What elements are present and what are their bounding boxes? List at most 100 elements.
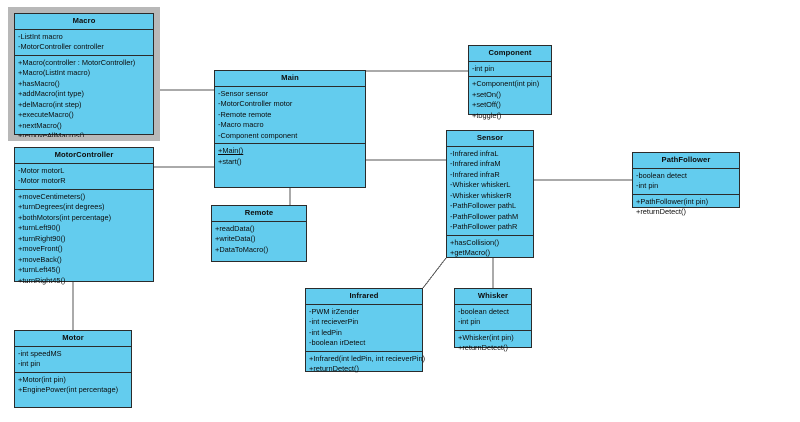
class-methods: +PathFollower(int pin)+returnDetect() [633,195,739,220]
class-methods: +moveCentimeters()+turnDegrees(int degre… [15,190,153,289]
method-row: +writeData() [215,234,256,244]
connector-sensor-infrared [422,257,447,289]
class-title: Sensor [447,131,533,147]
attribute-row: -Macro macro [218,120,264,130]
class-methods: +Infrared(int ledPin, int recieverPin)+r… [306,352,426,377]
attribute-row: -boolean detect [636,170,687,180]
method-row: +addMacro(int type) [18,89,84,99]
uml-class-infrared[interactable]: Infrared-PWM irZender-int recieverPin-in… [305,288,425,373]
attribute-row: -int recieverPin [309,317,359,327]
method-row: +returnDetect() [309,364,359,374]
uml-class-sensor[interactable]: Sensor-Infrared infraL-Infrared infraM-I… [446,130,534,258]
method-row: +executeMacro() [18,110,74,120]
attribute-row: -boolean irDetect [309,338,366,348]
attribute-row: -Infrared infraM [450,159,501,169]
class-attributes: -Sensor sensor-MotorController motor-Rem… [215,87,365,145]
class-attributes: -boolean detect-int pin [455,305,531,331]
uml-class-component[interactable]: Component-int pin +Component(int pin)+set… [468,45,552,120]
method-row: +DataToMacro() [215,244,269,254]
class-title: Component [469,46,551,62]
attribute-row: -Remote remote [218,109,272,119]
class-attributes: -ListInt macro-MotorController controlle… [15,30,153,56]
class-attributes: -int pin [469,62,551,78]
class-title: Remote [212,206,306,222]
attribute-row: -Whisker whiskerR [450,190,512,200]
attribute-row: -PathFollower pathM [450,211,519,221]
attribute-row: -Infrared infraR [450,169,500,179]
attribute-row: -Component component [218,130,298,140]
method-row: +Main() [218,146,244,156]
attribute-row: -int pin [458,317,481,327]
class-methods: +Motor(int pin)+EnginePower(int percenta… [15,373,131,398]
method-row: +toggle() [472,110,502,120]
method-row: +moveFront() [18,244,63,254]
attribute-row: -PathFollower pathR [450,222,518,232]
uml-class-pathfollower[interactable]: PathFollower-boolean detect-int pin+Path… [632,152,740,216]
method-row: +turnLeft90() [18,223,61,233]
class-methods: +Macro(controller : MotorController)+Mac… [15,56,153,144]
class-methods: +readData()+writeData()+DataToMacro() [212,222,306,258]
class-attributes: -Motor motorL-Motor motorR [15,164,153,190]
method-row: +readData() [215,223,255,233]
uml-class-macro[interactable]: Macro-ListInt macro-MotorController cont… [8,7,160,141]
method-row: +hasMacro() [18,78,60,88]
uml-class-motorcontroller[interactable]: MotorController-Motor motorL-Motor motor… [14,147,154,285]
method-row: +Whisker(int pin) [458,332,514,342]
attribute-row: -Sensor sensor [218,88,269,98]
method-row: +Macro(controller : MotorController) [18,57,136,67]
method-row: +Motor(int pin) [18,374,66,384]
class-title: Motor [15,331,131,347]
method-row: +turnLeft45() [18,265,61,275]
method-row: +turnRight45() [18,275,66,285]
method-row: +EnginePower(int percentage) [18,385,119,395]
attribute-row: -Infrared infraL [450,148,499,158]
method-row: +returnDetect() [636,207,686,217]
method-row: +start() [218,156,242,166]
method-row: +moveBack() [18,254,62,264]
method-row: +Macro(ListInt macro) [18,68,91,78]
class-title: Whisker [455,289,531,305]
method-row: +moveCentimeters() [18,191,86,201]
class-title: Macro [15,14,153,30]
class-methods: +Whisker(int pin)+returnDetect() [455,331,531,356]
method-row: +bothMotors(int percentage) [18,212,112,222]
method-row: +PathFollower(int pin) [636,196,709,206]
class-methods: +Component(int pin)+setOn()+setOff()+tog… [469,77,551,123]
class-title: PathFollower [633,153,739,169]
uml-class-main[interactable]: Main-Sensor sensor-MotorController motor… [214,70,366,188]
uml-class-whisker[interactable]: Whisker-boolean detect-int pin+Whisker(i… [454,288,532,352]
method-row: +setOn() [472,89,501,99]
attribute-row: -int pin [472,63,495,73]
class-attributes: -boolean detect-int pin [633,169,739,195]
class-title: Main [215,71,365,87]
uml-class-motor[interactable]: Motor-int speedMS-int pin+Motor(int pin)… [14,330,132,408]
attribute-row: -Motor motorR [18,176,66,186]
method-row: +removeAllMacros() [18,131,85,141]
method-row: +turnDegrees(int degrees) [18,202,105,212]
class-methods: +hasCollision()+getMacro() [447,236,533,261]
method-row: +getMacro() [450,248,491,258]
class-attributes: -Infrared infraL-Infrared infraM-Infrare… [447,147,533,236]
attribute-row: -Whisker whiskerL [450,180,511,190]
method-row: +delMacro(int step) [18,99,82,109]
method-row: +nextMacro() [18,120,62,130]
attribute-row: -MotorController controller [18,42,104,52]
attribute-row: -boolean detect [458,306,509,316]
class-attributes: -int speedMS-int pin [15,347,131,373]
attribute-row: -PathFollower pathL [450,201,517,211]
class-title: Infrared [306,289,422,305]
uml-class-remote[interactable]: Remote+readData()+writeData()+DataToMacr… [211,205,307,262]
attribute-row: -int pin [636,181,659,191]
class-title: MotorController [15,148,153,164]
attribute-row: -int speedMS [18,348,62,358]
class-methods: +Main()+start() [215,144,365,169]
method-row: +turnRight90() [18,233,66,243]
attribute-row: -int ledPin [309,327,342,337]
attribute-row: -PWM irZender [309,306,360,316]
method-row: +setOff() [472,100,501,110]
attribute-row: -MotorController motor [218,99,293,109]
attribute-row: -ListInt macro [18,31,63,41]
method-row: +Infrared(int ledPin, int recieverPin) [309,353,426,363]
